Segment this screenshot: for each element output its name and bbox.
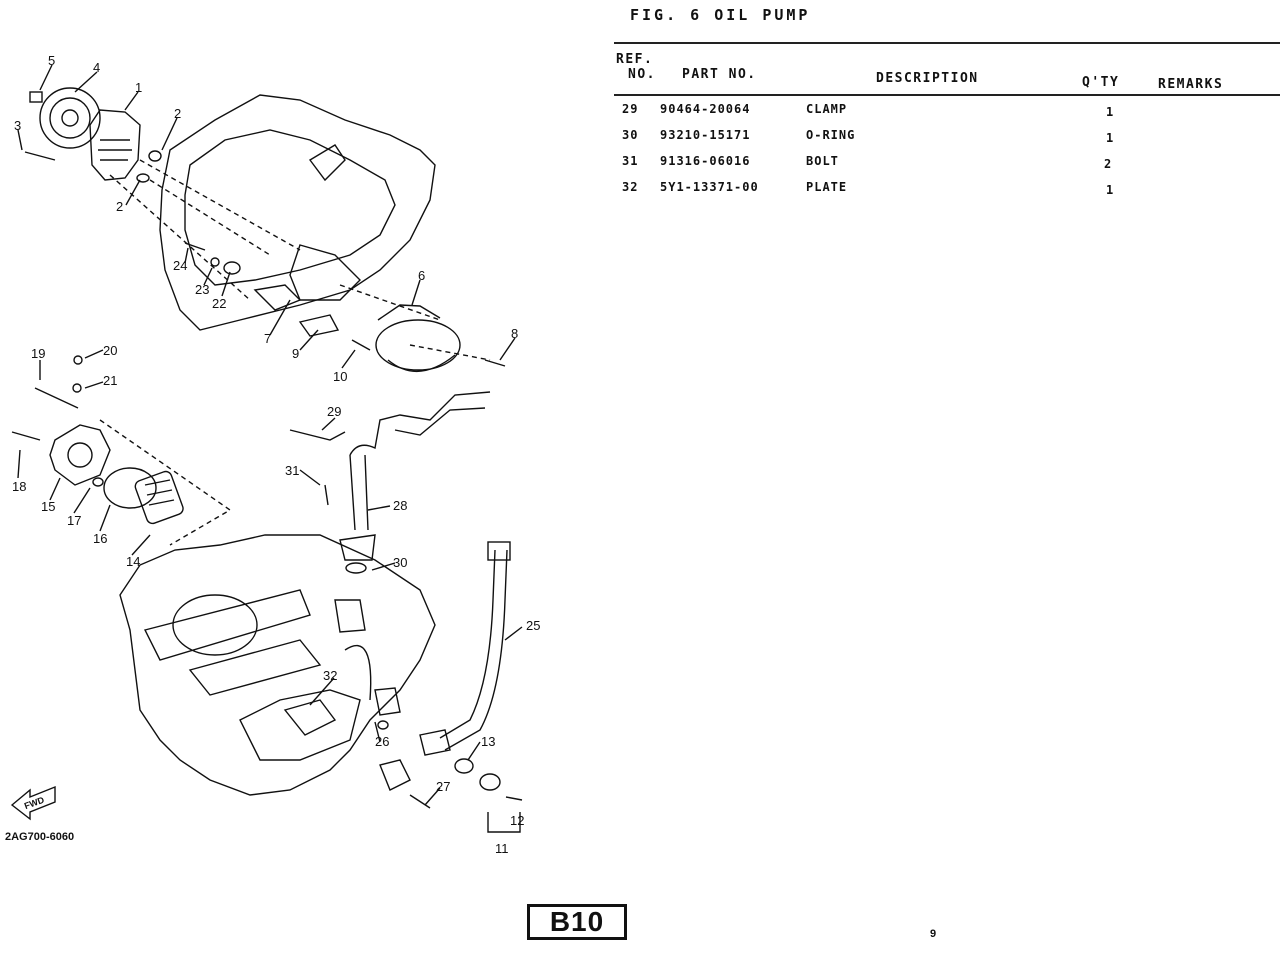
cell-description: O-RING (806, 128, 856, 142)
header-ref-line1: REF. (616, 52, 654, 67)
callout-28: 28 (393, 498, 407, 513)
callout-13: 13 (481, 734, 495, 749)
callout-23: 23 (195, 282, 209, 297)
fwd-arrow-icon (10, 785, 56, 821)
callout-18: 18 (12, 479, 26, 494)
exploded-parts-diagram: 5 4 1 2 2 3 6 8 7 9 10 24 23 22 19 20 21… (10, 53, 540, 856)
callout-7: 7 (264, 331, 271, 346)
header-qty: Q'TY (1082, 75, 1120, 90)
oil-pipe-upper (349, 454, 369, 531)
callout-10: 10 (333, 369, 347, 384)
callout-4: 4 (93, 60, 100, 75)
cell-qty: 1 (1106, 183, 1115, 197)
cell-ref: 31 (622, 154, 639, 168)
callout-17: 17 (67, 513, 81, 528)
callout-21: 21 (103, 373, 117, 388)
callout-6: 6 (418, 268, 425, 283)
cell-description: CLAMP (806, 102, 848, 116)
crankcase-outline (119, 534, 436, 796)
table-header-rule (614, 94, 1280, 96)
figure-title: FIG. 6 OIL PUMP (630, 6, 811, 24)
cell-part-no: 93210-15171 (660, 128, 751, 142)
parts-table: REF. NO. PART NO. DESCRIPTION Q'TY REMAR… (614, 42, 1280, 200)
table-row: 29 90464-20064 CLAMP 1 (614, 96, 1280, 122)
fwd-label: FWD (23, 795, 46, 812)
drawing-code: 2AG700-6060 (5, 831, 75, 843)
callout-22: 22 (212, 296, 226, 311)
oil-hose (439, 549, 496, 739)
cell-ref: 30 (622, 128, 639, 142)
callout-24: 24 (173, 258, 187, 273)
header-part-no: PART NO. (682, 67, 757, 82)
page-code-box: B10 (527, 904, 627, 940)
cell-part-no: 91316-06016 (660, 154, 751, 168)
table-row: 32 5Y1-13371-00 PLATE 1 (614, 174, 1280, 200)
callout-labels: 5 4 1 2 2 3 6 8 7 9 10 24 23 22 19 20 21… (12, 53, 540, 856)
cell-ref: 29 (622, 102, 639, 116)
callout-30: 30 (393, 555, 407, 570)
oil-pump-body (89, 109, 141, 181)
cell-qty: 1 (1106, 131, 1115, 145)
callout-20: 20 (103, 343, 117, 358)
page-number: 9 (930, 928, 937, 940)
header-description: DESCRIPTION (876, 71, 979, 86)
table-top-rule (614, 42, 1280, 44)
callout-9: 9 (292, 346, 299, 361)
callout-3: 3 (14, 118, 21, 133)
cell-ref: 32 (622, 180, 639, 194)
cell-qty: 1 (1106, 105, 1115, 119)
callout-15: 15 (41, 499, 55, 514)
callout-27: 27 (436, 779, 450, 794)
callout-32: 32 (323, 668, 337, 683)
cell-description: PLATE (806, 180, 848, 194)
cell-part-no: 5Y1-13371-00 (660, 180, 759, 194)
crankcase-cover-outline (159, 94, 436, 331)
callout-2b: 2 (116, 199, 123, 214)
callout-19: 19 (31, 346, 45, 361)
table-row: 30 93210-15171 O-RING 1 (614, 122, 1280, 148)
callout-12: 12 (510, 813, 524, 828)
callout-31: 31 (285, 463, 299, 478)
callout-16: 16 (93, 531, 107, 546)
cell-part-no: 90464-20064 (660, 102, 751, 116)
oil-pump-gear (39, 87, 101, 149)
callout-11: 11 (495, 841, 509, 856)
table-row: 31 91316-06016 BOLT 2 (614, 148, 1280, 174)
callout-5: 5 (48, 53, 55, 68)
callout-14: 14 (126, 554, 140, 569)
callout-8: 8 (511, 326, 518, 341)
callout-2a: 2 (174, 106, 181, 121)
callout-1: 1 (135, 80, 142, 95)
oil-strainer (375, 319, 461, 371)
oil-filter-element (134, 470, 184, 525)
cell-qty: 2 (1104, 157, 1113, 171)
header-remarks: REMARKS (1158, 77, 1224, 92)
table-header: REF. NO. PART NO. DESCRIPTION Q'TY REMAR… (614, 44, 1280, 94)
callout-25: 25 (526, 618, 540, 633)
oil-filter-cover (49, 424, 111, 486)
cell-description: BOLT (806, 154, 839, 168)
header-ref-line2: NO. (628, 67, 656, 82)
callout-29: 29 (327, 404, 341, 419)
callout-26: 26 (375, 734, 389, 749)
